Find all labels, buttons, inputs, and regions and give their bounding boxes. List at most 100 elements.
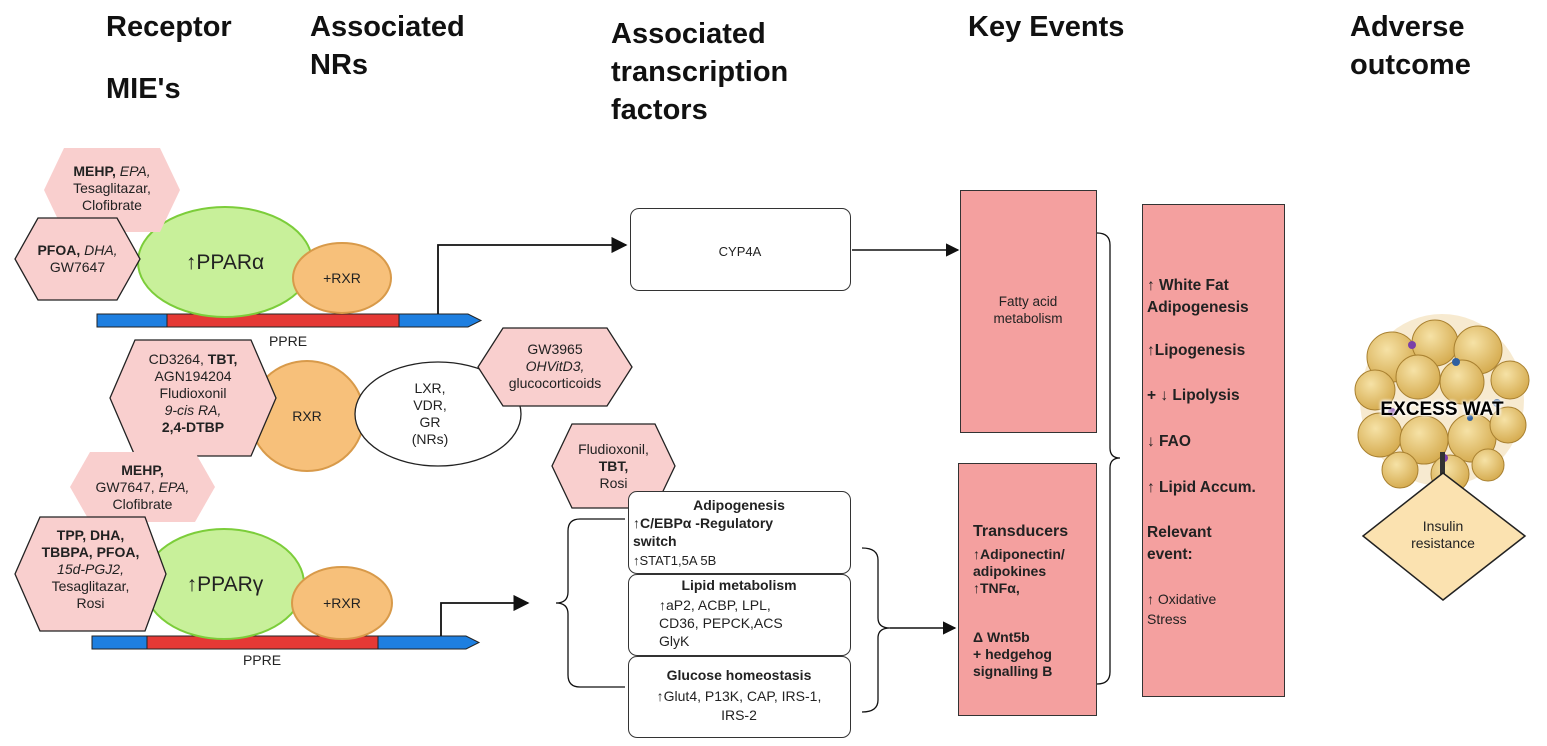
ligand-tpp-dha: TPP, DHA, [56,527,125,543]
fatty-acid-line-2: metabolism [993,311,1063,326]
connector-alpha [437,236,628,314]
wnt-list: Δ Wnt5b + hedgehog signalling B [973,629,1097,680]
insulin-line-1: Insulin [1422,518,1464,534]
ppar-gamma-label: ↑PPARγ [186,573,264,596]
ppre-gamma-label: PPRE [242,652,282,668]
ligand-dha: DHA, [84,242,118,258]
ligand-glucocorticoids: glucocorticoids [508,375,602,391]
glucose-line-1: ↑Glut4, P13K, CAP, IRS-1, [656,688,822,704]
ligand-tesaglitazar-gamma: Tesaglitazar, [51,578,130,594]
ligands-rxr: CD3264, TBT, AGN194204 Fludioxonil 9-cis… [110,351,276,436]
lipid-accum: ↑ Lipid Accum. [1147,479,1256,496]
ligand-hex-rxr [109,339,277,457]
header-key-events: Key Events [968,11,1125,43]
ppre-alpha-bar [96,313,483,328]
header-receptor: Receptor [106,11,232,43]
rxr-alpha-label: +RXR [323,270,361,286]
ligand-mehp: MEHP, [73,163,116,179]
hedgehog: + hedgehog [973,646,1052,662]
ligand-2-4-dtbp: 2,4-DTBP [161,419,225,435]
header-associated-nrs: Associated NRs [310,11,465,81]
ligand-hex-alpha-left [14,217,141,301]
lxr-vdr-gr-label: LXR, VDR, GR (NRs) [388,380,472,448]
ligand-ohvitd3: OHVitD3, [525,358,585,374]
ppar-alpha-label: ↑PPARα [185,251,265,274]
insulin-resistance-label: Insulin resistance [1385,518,1501,552]
ligand-epa-gamma: EPA, [158,479,190,495]
ligand-tbt-tf: TBT, [598,458,629,474]
rxr-gamma-label: +RXR [323,595,361,611]
rxr-mid-label: RXR [292,408,322,424]
outcome-events-box: ↑ White Fat Adipogenesis ↑Lipogenesis + … [1142,204,1285,697]
fatty-acid-box: Fatty acid metabolism [960,190,1097,433]
relevant-2: event: [1147,546,1193,563]
connector-gamma [440,594,530,636]
adipogenesis-stat: ↑STAT1,5A 5B [633,553,717,568]
transducers-title: Transducers [973,523,1069,540]
glucose-homeostasis-box: Glucose homeostasis ↑Glut4, P13K, CAP, I… [628,656,851,738]
ligand-tbbpa-pfoa: TBBPA, PFOA, [41,544,140,560]
adipogenesis-box: Adipogenesis ↑C/EBPα -Regulatory switch … [628,491,851,574]
ligand-tbt: TBT, [207,351,238,367]
rxr-gamma-shape [291,566,393,640]
nr-vdr: VDR, [413,397,447,413]
signalling-b: signalling B [973,663,1053,679]
lipid-title: Lipid metabolism [681,577,797,593]
ligands-gamma-left: TPP, DHA, TBBPA, PFOA, 15d-PGJ2, Tesagli… [15,527,166,612]
ligand-agn194204: AGN194204 [154,368,232,384]
nr-lxr: LXR, [414,380,446,396]
lipid-metabolism-box: Lipid metabolism ↑aP2, ACBP, LPL, CD36, … [628,574,851,656]
header-mies: MIE's [106,73,181,105]
ligands-gamma-top: MEHP, GW7647, EPA, Clofibrate [70,462,215,513]
transducer-tnf: ↑TNFα, [973,580,1020,596]
fatty-acid-label: Fatty acid metabolism [961,293,1095,327]
cyp4a-box: CYP4A [630,208,851,291]
fatty-acid-line-1: Fatty acid [998,294,1058,309]
lipogenesis: ↑Lipogenesis [1147,342,1246,359]
transducers-list: ↑Adiponectin/ adipokines ↑TNFα, [973,546,1097,597]
transducer-adiponectin: ↑Adiponectin/ [973,546,1065,562]
transducers-box: Transducers ↑Adiponectin/ adipokines ↑TN… [958,463,1097,716]
excess-wat-label: EXCESS WAT [1380,399,1504,420]
ligands-tf: Fludioxonil, TBT, Rosi [552,441,675,492]
rxr-alpha-shape [292,242,392,314]
lipolysis: + ↓ Lipolysis [1147,387,1240,404]
ligand-epa: EPA, [119,163,151,179]
ligand-gw3965: GW3965 [527,341,583,357]
ligand-tesaglitazar: Tesaglitazar, [73,180,151,196]
white-fat-2: Adipogenesis [1147,299,1249,316]
ligands-alpha-left: PFOA, DHA, GW7647 [15,242,140,276]
ligand-hex-lxr [477,327,633,407]
brace-key-events [1096,232,1121,685]
header-associated-tf: Associated transcription factors [611,18,789,126]
relevant-1: Relevant [1147,524,1212,541]
ppre-alpha-label: PPRE [268,333,308,349]
lipid-line-1: ↑aP2, ACBP, LPL, [659,597,771,613]
wnt5b: Δ Wnt5b [973,629,1030,645]
oxidative-1: ↑ Oxidative [1147,591,1217,607]
transducer-adipokines: adipokines [973,563,1047,579]
ligand-15d-pgj2: 15d-PGJ2, [57,561,124,577]
ppre-gamma-bar [91,635,481,650]
adipogenesis-cebpa: ↑C/EBPα -Regulatory [633,515,774,531]
ligand-hex-alpha-top [44,148,180,232]
glucose-title: Glucose homeostasis [666,667,812,683]
ligand-fludioxonil-tf: Fludioxonil, [578,441,649,457]
lxr-vdr-gr-shape [354,361,522,467]
ligand-rosi-tf: Rosi [599,475,628,491]
nr-label: (NRs) [411,431,449,447]
brace-tf-left [555,518,625,688]
ligand-gw7647: GW7647 [49,259,106,275]
ligands-lxr: GW3965 OHVitD3, glucocorticoids [478,341,632,392]
ligand-mehp-gamma: MEHP, [121,462,164,478]
white-fat-1: ↑ White Fat [1147,277,1229,294]
adipogenesis-switch: switch [633,533,677,549]
ligand-clofibrate: Clofibrate [82,197,142,213]
insulin-line-2: resistance [1411,535,1475,551]
ligand-cd3264: CD3264, [148,351,204,367]
ligand-rosi: Rosi [76,595,105,611]
ligand-pfoa: PFOA, [37,242,81,258]
nr-gr: GR [419,414,441,430]
ligands-alpha-top: MEHP, EPA, Tesaglitazar, Clofibrate [44,163,180,214]
